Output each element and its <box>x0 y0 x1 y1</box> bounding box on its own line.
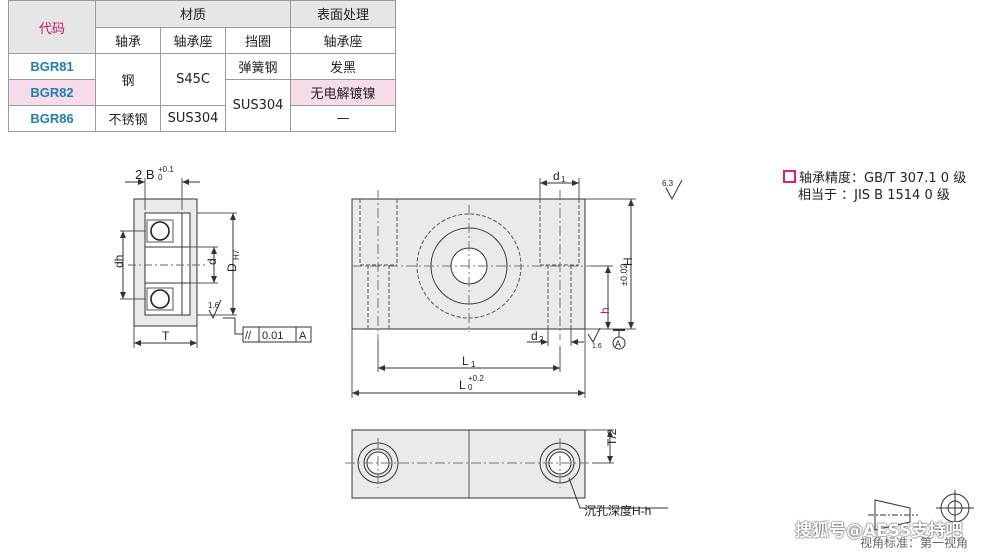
dim-l1: L <box>462 354 469 368</box>
ring-material-spring-steel: 弹簧钢 <box>225 53 291 80</box>
code-bgr81: BGR81 <box>8 53 96 80</box>
roughness-bottom: 1.6 <box>592 343 602 350</box>
dim-d-h7: D <box>225 263 239 272</box>
roughness-top: 6.3 <box>662 179 674 188</box>
roughness-side: 1.6 <box>208 301 220 310</box>
dim-l1-sub: 1 <box>471 360 476 369</box>
dim-l-tol-bottom: 0 <box>468 383 473 392</box>
dim-h-big: H <box>621 257 635 266</box>
note-box-icon <box>783 170 796 183</box>
seat-material-sus304: SUS304 <box>160 105 226 132</box>
dim-t-half: T/2 <box>605 428 619 446</box>
projection-label: 视角标准：第一视角 <box>860 536 969 550</box>
dim-l-tol-top: +0.2 <box>468 374 484 383</box>
bearing-material-stainless: 不锈钢 <box>95 105 161 132</box>
dim-d2-sub: 2 <box>539 335 544 344</box>
header-code: 代码 <box>8 0 96 54</box>
dim-d1: d <box>553 169 560 183</box>
header-bearing-seat: 轴承座 <box>160 26 226 54</box>
dim-d2: d <box>531 329 538 343</box>
dim-d1-sub: 1 <box>561 175 566 184</box>
ring-material-sus304: SUS304 <box>225 79 291 132</box>
bearing-material-steel: 钢 <box>95 53 161 106</box>
dim-l: L <box>459 378 466 392</box>
dim-2b-tol-bottom: 0 <box>158 173 163 182</box>
precision-note: 轴承精度：GB/T 307.1 0 级 相当于 ：JIS B 1514 0 级 <box>783 170 966 204</box>
dim-t: T <box>162 329 170 343</box>
dim-d: d <box>205 258 219 265</box>
watermark: 搜狐号@AESS支持吧 <box>795 521 963 541</box>
note-line-2: 相当于 ：JIS B 1514 0 级 <box>798 188 950 203</box>
seat-material-s45c: S45C <box>160 53 226 106</box>
dim-d-h7-sub: H7 <box>232 249 241 260</box>
spec-table: 代码 材质 表面处理 轴承 轴承座 挡圈 轴承座 BGR81 钢 S45C 弹簧… <box>8 0 396 132</box>
surface-none: — <box>290 105 396 132</box>
dim-2b-tol-top: +0.1 <box>158 165 174 174</box>
parallel-symbol: // <box>245 330 252 342</box>
surface-black-oxide: 发黑 <box>290 53 396 80</box>
counterbore-note: 沉孔深度H-h <box>584 503 651 518</box>
header-surface-seat: 轴承座 <box>290 26 396 54</box>
front-view: d 1 6.3 H h ±0.02 A 1.6 d 2 L 1 <box>351 169 683 398</box>
dim-dh: dh <box>112 255 126 268</box>
parallel-value: 0.01 <box>262 330 283 342</box>
projection-symbol <box>868 490 974 531</box>
dim-h-small: h <box>598 307 612 314</box>
side-view: 2 B +0.1 0 dh d D H7 T 1.6 // 0.01 A <box>112 165 312 348</box>
dim-h-tol: ±0.02 <box>619 264 629 286</box>
top-view: T/2 沉孔深度H-h <box>345 428 668 518</box>
parallel-datum: A <box>299 330 307 342</box>
header-retaining-ring: 挡圈 <box>225 26 291 54</box>
datum-a: A <box>615 339 621 349</box>
dim-2b: 2 B <box>135 167 155 182</box>
note-line-1: 轴承精度：GB/T 307.1 0 级 <box>799 171 967 186</box>
